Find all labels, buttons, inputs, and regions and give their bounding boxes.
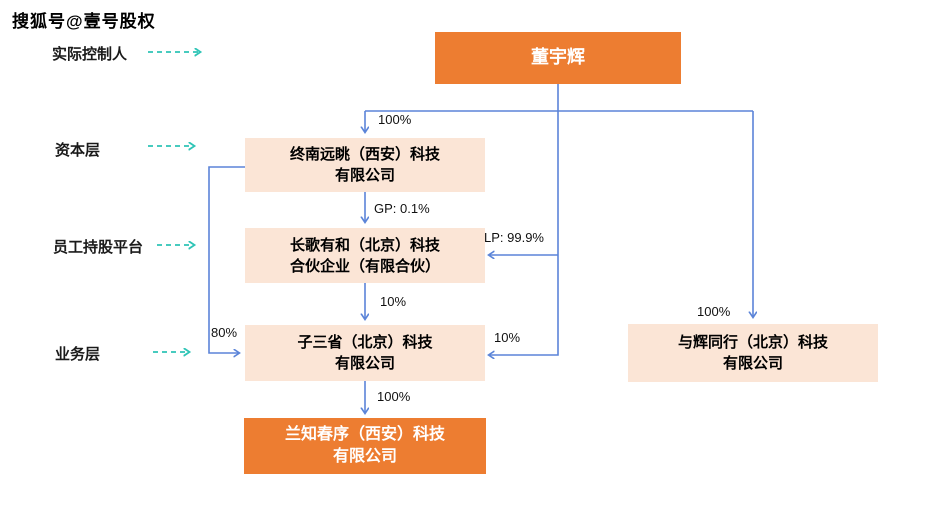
- node-zisansheng-line2: 有限公司: [334, 355, 395, 372]
- node-changge-line1: 长歌有和（北京）科技: [289, 236, 440, 254]
- node-yuhuitongxing-line1: 与辉同行（北京）科技: [677, 334, 828, 351]
- node-dong-yuhui-label: 董宇辉: [531, 47, 585, 68]
- edge-dong-to-zisansheng: [489, 84, 559, 355]
- layer-label-capital: 资本层: [55, 142, 101, 159]
- node-lanzhichunxu-line1: 兰知春序（西安）科技: [284, 425, 445, 443]
- node-yuhuitongxing-line2: 有限公司: [722, 355, 783, 372]
- edge-label-dong-to-changge: LP: 99.9%: [484, 230, 544, 245]
- edge-label-zhongnan-to-changge: GP: 0.1%: [374, 201, 430, 216]
- node-lanzhichunxu: 兰知春序（西安）科技 有限公司: [244, 418, 486, 474]
- node-zhongnan-line2: 有限公司: [334, 167, 395, 184]
- sohu-watermark: 搜狐号@壹号股权: [12, 12, 156, 31]
- edge-label-zhongnan-to-zisansheng: 80%: [211, 325, 238, 340]
- node-zhongnan: 终南远眺（西安）科技 有限公司: [245, 138, 485, 192]
- edge-label-changge-to-zisansheng: 10%: [380, 294, 407, 309]
- node-dong-yuhui: 董宇辉: [435, 32, 681, 84]
- node-yuhuitongxing: 与辉同行（北京）科技 有限公司: [628, 324, 878, 382]
- edge-label-zisansheng-to-lanzhichunxu: 100%: [377, 389, 411, 404]
- layer-label-controller: 实际控制人: [52, 46, 128, 63]
- layer-label-esop: 员工持股平台: [53, 239, 144, 256]
- node-changge: 长歌有和（北京）科技 合伙企业（有限合伙）: [245, 228, 485, 283]
- node-lanzhichunxu-line2: 有限公司: [332, 448, 397, 465]
- node-changge-line2: 合伙企业（有限合伙）: [289, 257, 440, 275]
- node-zhongnan-line1: 终南远眺（西安）科技: [289, 146, 440, 163]
- layer-label-business: 业务层: [55, 346, 101, 363]
- edge-label-dong-to-yuhuitongxing: 100%: [697, 304, 731, 319]
- node-zisansheng-line1: 子三省（北京）科技: [297, 334, 433, 351]
- node-zisansheng: 子三省（北京）科技 有限公司: [245, 325, 485, 381]
- edge-label-dong-to-zhongnan: 100%: [378, 112, 412, 127]
- edge-label-dong-to-zisansheng: 10%: [494, 330, 521, 345]
